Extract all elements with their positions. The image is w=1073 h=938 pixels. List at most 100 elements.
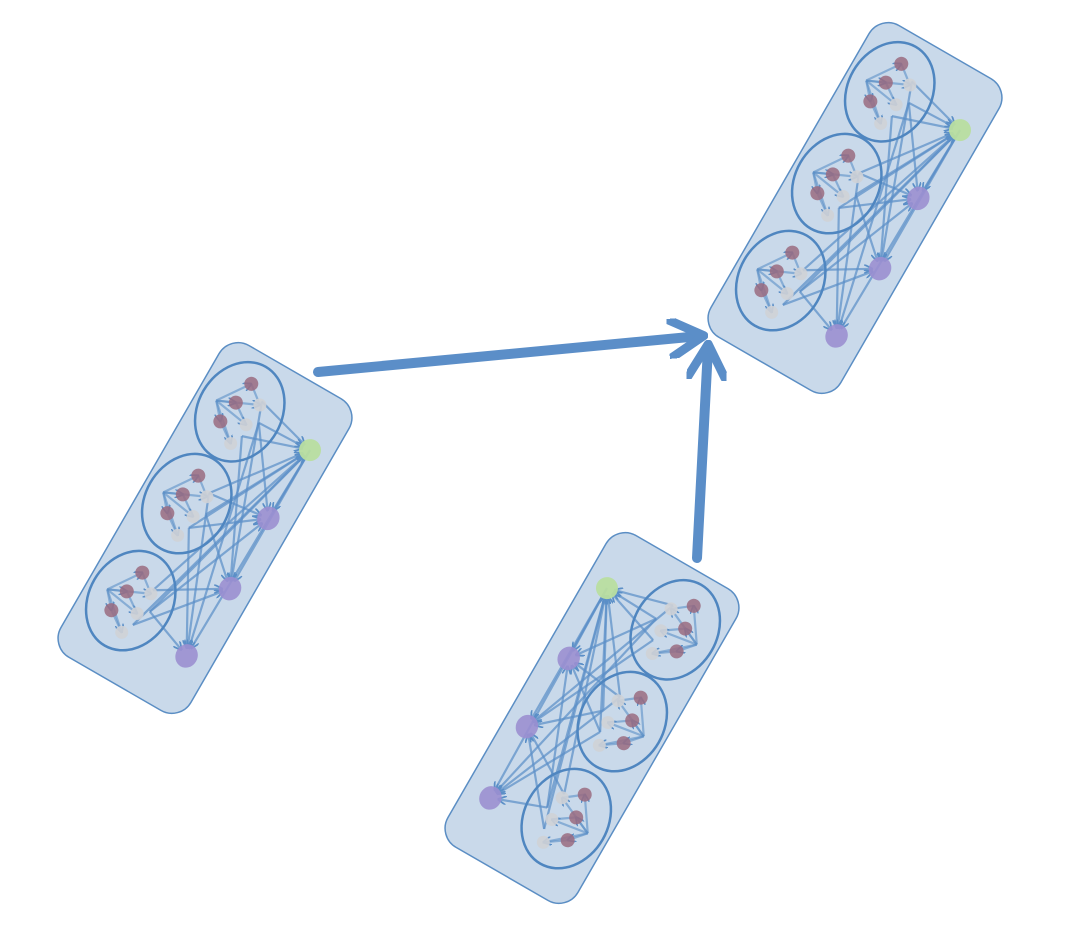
edge (136, 527, 239, 648)
node-gray (889, 98, 903, 112)
node-purple (479, 786, 502, 810)
node-gray (611, 694, 625, 708)
cluster-ring (734, 229, 827, 332)
cluster (84, 549, 177, 652)
node-gray (545, 813, 559, 827)
node-gray (171, 528, 185, 542)
node-purple (907, 186, 930, 211)
cluster-ring (193, 360, 286, 463)
edges (487, 572, 674, 830)
node-gray (850, 170, 864, 184)
edge (782, 104, 954, 306)
edge (782, 241, 873, 306)
edge (563, 596, 660, 795)
node-gray (765, 305, 779, 319)
node-red (244, 376, 259, 391)
cluster-ring (140, 452, 233, 555)
node-red (577, 787, 592, 802)
node-red (863, 94, 878, 109)
node-red (175, 487, 190, 502)
node-red (191, 468, 206, 483)
edge (802, 104, 954, 272)
node-gray (555, 791, 569, 805)
cluster (734, 229, 827, 332)
edge (191, 449, 311, 650)
edge (261, 400, 312, 444)
edge (603, 594, 654, 641)
edge (491, 735, 546, 830)
cluster (193, 360, 286, 463)
node-green (299, 439, 322, 462)
panel-top-right (707, 21, 1003, 395)
node-gray (821, 208, 835, 222)
node-purple (515, 714, 539, 739)
edge (858, 103, 953, 175)
edge (535, 709, 604, 751)
panel-left (57, 341, 353, 715)
edge (152, 424, 304, 592)
cluster-ring (84, 549, 177, 652)
node-red (825, 167, 840, 182)
edge (572, 663, 621, 699)
node-red (894, 56, 909, 71)
node-purple (218, 576, 242, 601)
node-purple (175, 644, 198, 668)
node-red (769, 264, 784, 279)
node-green (949, 119, 972, 142)
edge (786, 207, 889, 328)
node-gray (239, 418, 253, 432)
node-red (616, 736, 631, 751)
node-red (228, 395, 243, 410)
node-red (678, 621, 693, 636)
edge (208, 423, 303, 495)
node-purple (257, 506, 280, 531)
node-red (213, 414, 228, 429)
arrow-left-panel-to-top-right-panel (313, 336, 700, 377)
node-gray (780, 287, 794, 301)
node-red (560, 833, 575, 848)
cluster (140, 452, 233, 555)
arrow-bottom-panel-to-top-right-panel (697, 348, 708, 563)
node-red (785, 245, 800, 260)
node-gray (654, 624, 668, 638)
edge (132, 424, 304, 626)
node-red (160, 506, 175, 521)
edge (854, 194, 900, 261)
edge (152, 559, 222, 620)
edge (543, 596, 660, 830)
cluster (576, 670, 669, 773)
node-gray (144, 587, 158, 601)
edge (241, 435, 302, 465)
edge (498, 784, 548, 809)
cluster (843, 40, 936, 143)
cluster (790, 132, 883, 235)
edge (149, 497, 262, 613)
node-gray (664, 602, 678, 616)
edge (838, 103, 953, 209)
cluster (520, 767, 613, 870)
node-red (669, 644, 684, 659)
edge (615, 576, 674, 607)
edge (208, 492, 261, 521)
edge (148, 610, 190, 650)
edge (513, 734, 566, 795)
node-gray (186, 510, 200, 524)
edge (188, 423, 303, 529)
node-red (878, 75, 893, 90)
edge (891, 115, 952, 145)
edge (841, 129, 961, 330)
node-gray (874, 117, 888, 131)
edge (204, 514, 250, 581)
edge (599, 596, 660, 732)
cluster-ring (843, 40, 936, 143)
node-red (810, 186, 825, 201)
node-red (754, 283, 769, 298)
edge (787, 173, 860, 328)
cluster-ring (576, 670, 669, 773)
edge (802, 239, 872, 300)
node-green (595, 577, 618, 600)
node-gray (601, 716, 615, 730)
node-red (633, 690, 648, 705)
edge (613, 592, 657, 620)
panel-bottom (444, 531, 740, 905)
